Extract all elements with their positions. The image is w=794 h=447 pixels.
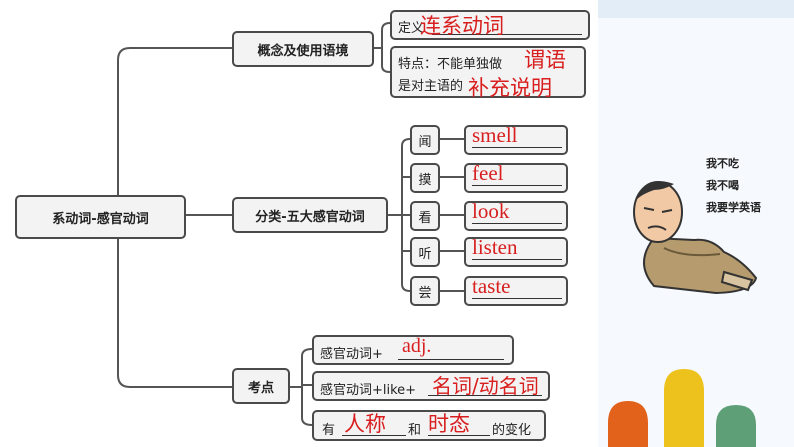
exam-item-3-answer-2: 时态	[428, 412, 470, 436]
sense-char: 闻	[418, 134, 432, 150]
sense-answer-box	[464, 163, 568, 193]
sense-char: 尝	[418, 285, 432, 301]
sense-char-box: 尝	[410, 276, 440, 306]
sense-answer: listen	[472, 235, 518, 259]
cartoon-man-illustration	[633, 181, 758, 295]
sense-answer-box	[464, 125, 568, 155]
exam-item-3-mid: 和	[408, 423, 422, 438]
exam-item-1: 感官动词+	[312, 335, 514, 365]
sticker-line-1: 我不吃	[706, 157, 739, 170]
feature-answer-1: 谓语	[524, 48, 566, 72]
sense-char-box: 看	[410, 201, 440, 231]
exam-item-3-answer-1: 人称	[344, 412, 386, 436]
sense-char: 摸	[418, 172, 432, 188]
sense-answer: look	[472, 199, 510, 223]
sense-char: 看	[418, 210, 432, 226]
sense-answer-box	[464, 276, 568, 306]
root-label: 系动词-感官动词	[52, 211, 149, 227]
exam-item-1-prefix: 感官动词+	[320, 347, 383, 362]
branch-exam-label: 考点	[247, 380, 274, 396]
branch-types-label: 分类-五大感官动词	[255, 209, 365, 225]
sense-answer-box	[464, 237, 568, 267]
exam-item-2-answer: 名词/动名词	[432, 374, 539, 398]
exam-item-1-answer: adj.	[402, 335, 432, 357]
sense-char-box: 听	[410, 237, 440, 267]
branch-concept-label: 概念及使用语境	[257, 43, 349, 59]
feature-node: 特点：不能单独做 是对主语的	[390, 46, 586, 98]
sense-answer-box	[464, 201, 568, 231]
feature-answer-2: 补充说明	[468, 76, 552, 100]
exam-item-3-prefix: 有	[322, 423, 336, 438]
definition-node: 定义	[390, 10, 590, 40]
feature-line2: 是对主语的	[398, 79, 464, 94]
exam-item-2: 感官动词+like+	[312, 371, 550, 401]
exam-item-3-suffix: 的变化	[492, 423, 532, 438]
branch-types: 分类-五大感官动词	[232, 197, 388, 233]
branch-concept: 概念及使用语境	[232, 31, 374, 67]
exam-item-3: 有 和 的变化	[312, 410, 546, 441]
definition-prefix: 定义	[398, 21, 425, 36]
sticker-line-2: 我不喝	[706, 179, 739, 192]
sense-answer: smell	[472, 123, 518, 147]
definition-answer: 连系动词	[420, 14, 504, 38]
sense-answer: taste	[472, 274, 511, 298]
root-node: 系动词-感官动词	[15, 195, 186, 239]
sticker-line-3: 我要学英语	[706, 201, 761, 214]
exam-item-2-prefix: 感官动词+like+	[320, 383, 417, 398]
sense-char: 听	[418, 246, 432, 262]
sense-char-box: 闻	[410, 125, 440, 155]
feature-line1: 特点：不能单独做	[398, 57, 503, 72]
sense-char-box: 摸	[410, 163, 440, 193]
sense-answer: feel	[472, 161, 504, 185]
branch-exam: 考点	[232, 368, 290, 404]
decorative-bars	[608, 369, 756, 447]
